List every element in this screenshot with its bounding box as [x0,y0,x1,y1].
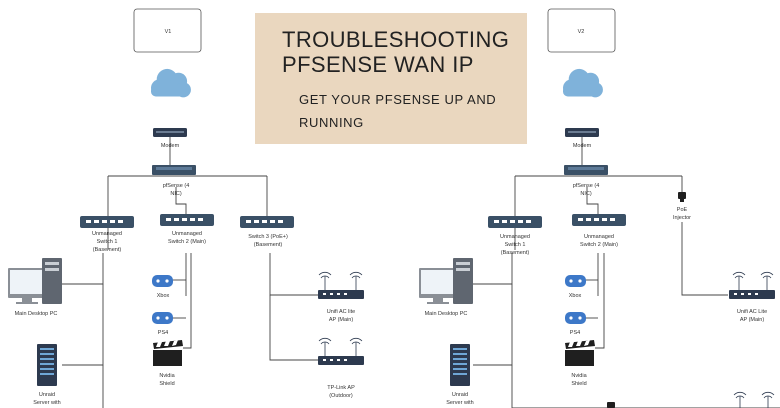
v1-cloud-icon [151,68,191,98]
v2-server-label-line1: Unraid [452,392,468,398]
v2-switch2-label-line1: Unmanaged [584,234,614,240]
v1-ap-outdoor-wifi-icon [318,337,363,356]
v2-switch1-icon [488,216,542,228]
v2-switch1-label-line3: (Basement) [501,250,530,256]
v1-switch2-icon [160,214,214,226]
v1-switch1-icon [80,216,134,228]
v1-desktop-pc-icon [8,258,62,304]
v1-nvidia-shield-clapper-icon [153,340,183,366]
v2-xbox-controller-icon [565,275,586,287]
v1-switch3-label-line1: Switch 3 (PoE+) [248,234,288,240]
v1-version-box [133,8,202,53]
v2-modem-icon [565,128,599,137]
v2-bottom-wifi-icon [733,391,775,408]
v1-switch3-label-line2: (Basement) [254,242,283,248]
v1-switch2-label-line2: Switch 2 (Main) [168,239,206,245]
v1-ap-outdoor-icon [318,356,364,365]
v2-ps4-controller-icon [565,312,586,324]
v2-ap-main-label-line2: AP (Main) [740,317,765,323]
v2-pfsense-label-line2: NIC) [580,191,591,197]
v1-ap-outdoor-label-line2: (Outdoor) [329,393,353,399]
v2-switch1-label-line1: Unmanaged [500,234,530,240]
banner-title-line1: TROUBLESHOOTING [282,27,510,52]
v1-shield-label-line2: Shield [159,381,174,387]
banner-subtitle-line1: GET YOUR PFSENSE UP AND [299,92,497,107]
v1-desktop-pc-label: Main Desktop PC [15,311,58,317]
v1-switch1-label-line3: (Basement) [93,247,122,253]
v2-version-box [547,8,616,53]
banner-title-line2: PFSENSE WAN IP [282,52,474,77]
v1-ap-main-wifi-icon [318,271,363,290]
v2-cloud-icon [563,68,603,98]
v2-version-label: V2 [578,29,585,35]
v1-modem-label: Modem [161,143,180,149]
v2-xbox-label: Xbox [569,293,582,299]
v2-poe-injector-icon [678,192,686,202]
v2-poe-label-line2: Injector [673,215,691,221]
v1-shield-label-line1: Nvidia [159,373,175,379]
v2-ap-main-label-line1: Unifi AC Lite [737,309,767,315]
v1-pfsense-label-line1: pfSense (4 [163,183,190,189]
v1-ap-main-label-line1: Unifi AC lite [327,309,355,315]
v2-pfsense-router-icon [564,165,608,175]
v1-xbox-label: Xbox [157,293,170,299]
v2-unraid-server-icon [450,344,470,386]
v2-nvidia-shield-clapper-icon [565,340,595,366]
v2-switch1-label-line2: Switch 1 [505,242,526,248]
v1-switch1-label-line2: Switch 1 [97,239,118,245]
v2-shield-label-line2: Shield [571,381,586,387]
v1-ps4-controller-icon [152,312,173,324]
v1-pfsense-label-line2: NIC) [170,191,181,197]
v2-switch2-label-line2: Switch 2 (Main) [580,242,618,248]
v1-server-label-line1: Unraid [39,392,55,398]
v1-xbox-controller-icon [152,275,173,287]
v1-server-label-line2: Server with [33,400,61,406]
title-banner: TROUBLESHOOTING PFSENSE WAN IP GET YOUR … [255,13,527,144]
v2-desktop-pc-label: Main Desktop PC [425,311,468,317]
v1-switch1-label-line1: Unmanaged [92,231,122,237]
v2-diagram: V2 Modem pfSense (4 NIC) PoE Injector Un… [419,8,780,408]
v1-version-label: V1 [165,29,172,35]
v1-pfsense-router-icon [152,165,196,175]
v2-modem-label: Modem [573,143,592,149]
v1-ap-outdoor-label-line1: TP-Link AP [327,385,355,391]
v2-poe-label-line1: PoE [677,207,688,213]
v2-desktop-pc-icon [419,258,473,304]
v1-connections [60,137,318,408]
v2-connections [472,137,780,408]
banner-subtitle-line2: RUNNING [299,115,364,130]
v2-ap-main-wifi-icon [732,271,774,290]
v2-bottom-poe-icon [607,402,615,408]
v2-shield-label-line1: Nvidia [571,373,587,379]
v1-ap-main-label-line2: AP (Main) [329,317,354,323]
v2-ap-main-icon [729,290,775,299]
v1-switch2-label-line1: Unmanaged [172,231,202,237]
v1-diagram: V1 Modem pfSense (4 NIC) Unmanaged Switc… [8,8,364,408]
v1-unraid-server-icon [37,344,57,386]
v2-pfsense-label-line1: pfSense (4 [573,183,600,189]
v1-ps4-label: PS4 [158,330,168,336]
v1-ap-main-icon [318,290,364,299]
v1-modem-icon [153,128,187,137]
v2-switch2-icon [572,214,626,226]
v2-ps4-label: PS4 [570,330,580,336]
v2-server-label-line2: Server with [446,400,474,406]
v1-switch3-icon [240,216,294,228]
